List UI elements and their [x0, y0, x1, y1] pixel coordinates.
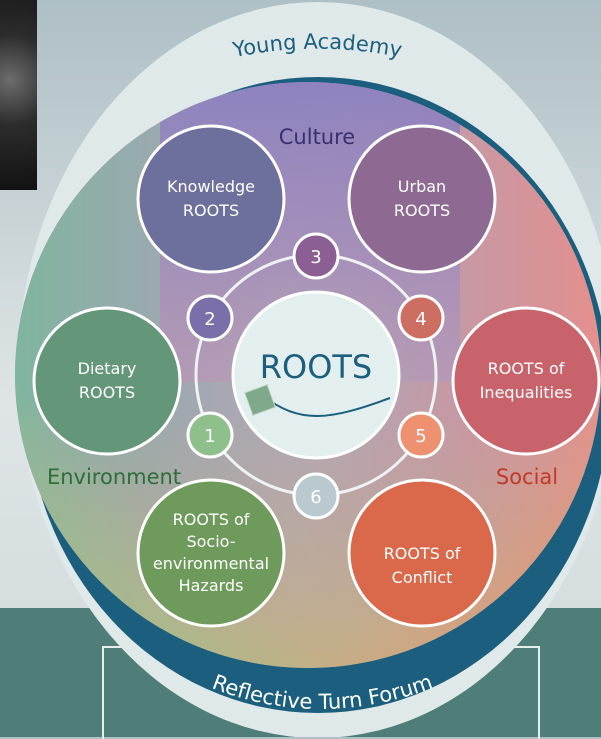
badge-3 [292, 232, 340, 280]
cluster-conflict-line2: Conflict [392, 568, 453, 587]
cluster-knowledge-line1: Knowledge [167, 177, 255, 196]
center-circle [231, 290, 401, 460]
badge-4-label: 4 [415, 309, 426, 330]
badge-4 [397, 294, 445, 342]
center-label: ROOTS [260, 348, 372, 386]
cluster-hazards-line2: Socio- [186, 532, 235, 551]
theme-culture: Culture [279, 125, 355, 149]
badge-6-label: 6 [310, 487, 321, 508]
theme-environment: Environment [47, 465, 181, 489]
cluster-conflict-line1: ROOTS of [384, 544, 461, 563]
badge-1-label: 1 [204, 426, 215, 447]
cluster-knowledge-line2: ROOTS [183, 201, 239, 220]
badge-5 [397, 411, 445, 459]
cluster-knowledge-roots [136, 124, 286, 274]
cluster-dietary-line2: ROOTS [79, 383, 135, 402]
cluster-inequalities-line2: Inequalities [480, 383, 573, 402]
badge-2 [186, 294, 234, 342]
cluster-hazards-roots [136, 478, 286, 628]
cluster-urban-line2: ROOTS [394, 201, 450, 220]
portrait-photo [0, 0, 37, 190]
badge-6 [292, 472, 340, 520]
badge-2-label: 2 [204, 309, 215, 330]
cluster-hazards-line4: Hazards [179, 576, 244, 595]
cluster-conflict-roots [347, 478, 497, 628]
badge-3-label: 3 [310, 247, 321, 268]
cluster-dietary-roots [32, 306, 182, 456]
cluster-inequalities-line1: ROOTS of [488, 359, 565, 378]
cluster-urban-line1: Urban [398, 177, 446, 196]
cluster-dietary-line1: Dietary [78, 359, 137, 378]
cluster-inequalities-roots [451, 306, 601, 456]
badge-5-label: 5 [415, 426, 426, 447]
cluster-hazards-line3: environmental [153, 554, 269, 573]
theme-social: Social [496, 465, 558, 489]
cluster-urban-roots [347, 124, 497, 274]
badge-1 [186, 411, 234, 459]
cluster-hazards-line1: ROOTS of [173, 510, 250, 529]
leaf-map-icon [243, 383, 277, 417]
